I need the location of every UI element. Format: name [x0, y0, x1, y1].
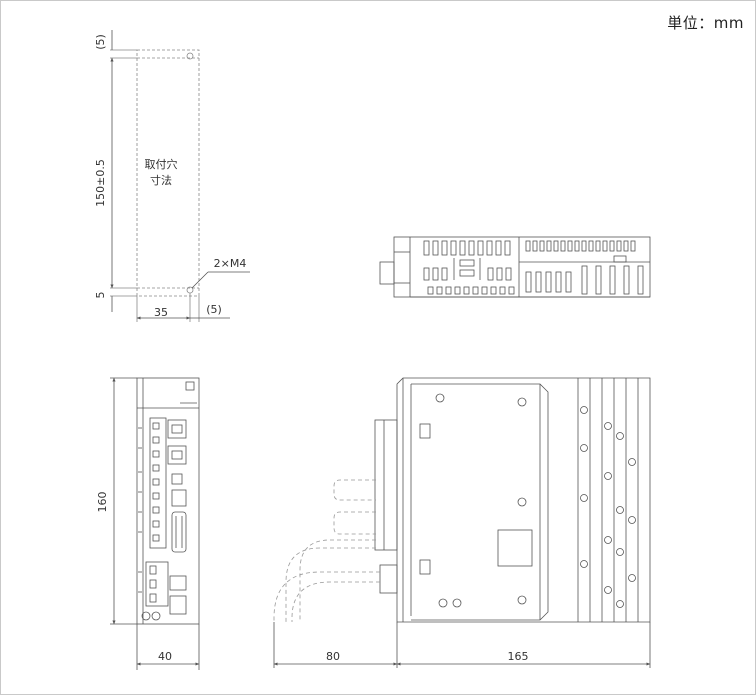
hole-label: 2×M4	[214, 257, 247, 270]
dim-80: 80	[326, 650, 340, 663]
front-view-outline	[136, 377, 200, 625]
mounting-label-line2: 寸法	[150, 173, 172, 187]
dim-side-5: (5)	[206, 303, 222, 316]
unit-label: 単位：mm	[667, 14, 744, 32]
dim-40: 40	[158, 650, 172, 663]
side-window	[497, 529, 533, 567]
front-view	[110, 377, 200, 670]
cable-outlines	[273, 479, 380, 622]
dim-35: 35	[154, 306, 168, 319]
dim-150: 150±0.5	[94, 159, 107, 207]
side-view-outline	[396, 377, 651, 623]
mounting-label-line1: 取付穴	[145, 157, 178, 171]
mounting-hole-view	[110, 30, 250, 322]
dim-top-5: (5)	[94, 34, 107, 50]
dim-165: 165	[508, 650, 529, 663]
front-rj-jack-1	[167, 419, 187, 439]
top-view-connector	[379, 261, 395, 285]
side-view	[374, 377, 651, 623]
front-logo-mark	[185, 381, 195, 391]
front-power-connector	[145, 561, 169, 607]
side-connectors	[374, 419, 398, 594]
front-rj-jack-2	[167, 445, 187, 465]
top-view-outline	[393, 236, 651, 298]
top-view-vents	[423, 240, 644, 295]
mount-hole-top	[186, 52, 194, 60]
top-view	[379, 236, 651, 298]
dim-160: 160	[96, 492, 109, 513]
front-io-connector	[171, 511, 187, 553]
side-screw-hole	[435, 393, 445, 403]
front-connector-cn1	[149, 417, 167, 549]
mounting-outline	[136, 49, 200, 297]
front-usb-port	[171, 473, 183, 485]
dim-bottom-5: 5	[94, 292, 107, 299]
